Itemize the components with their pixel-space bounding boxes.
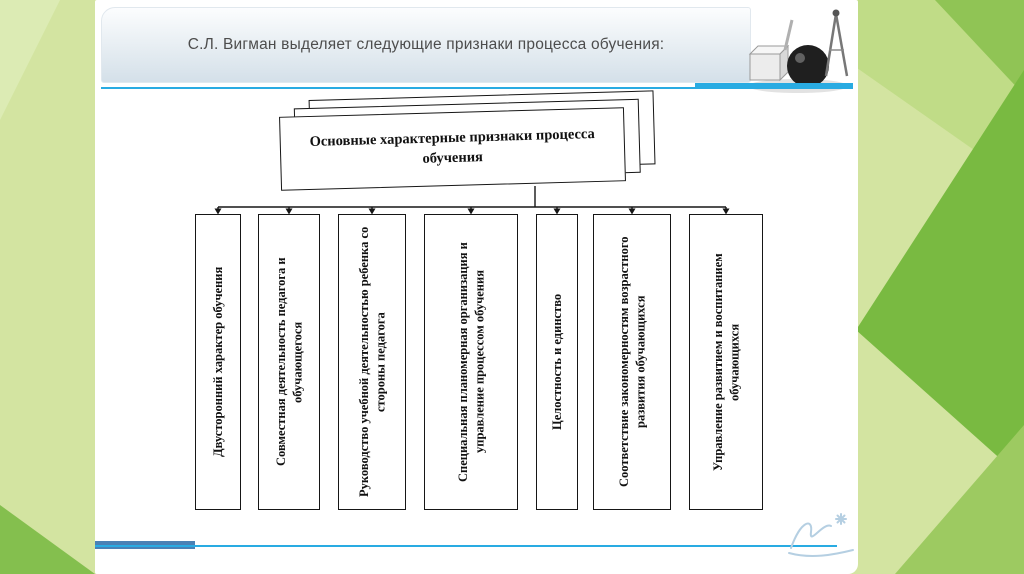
slide-header-band: С.Л. Вигман выделяет следующие признаки … (101, 7, 751, 83)
diagram-box-2: Совместная деятельность педагога и обуча… (258, 214, 320, 510)
diagram-title-label: Основные характерные признаки процесса о… (309, 126, 596, 167)
diagram-box-4: Специальная планомерная организация и уп… (424, 214, 518, 510)
diagram-box-6: Соответствие закономерностям возрастного… (593, 214, 671, 510)
top-divider-accent (695, 83, 853, 89)
diagram-title-stack: Основные характерные признаки процесса о… (279, 90, 656, 191)
diagram-box-6-label: Соответствие закономерностям возрастного… (616, 236, 647, 488)
drafting-tools-image (748, 9, 849, 93)
diagram-box-3: Руководство учебной деятельностью ребенк… (338, 214, 406, 510)
diagram-box-4-label: Специальная планомерная организация и уп… (455, 242, 486, 482)
diagram-box-7: Управление развитием и воспитанием обуча… (689, 214, 763, 510)
diagram-box-1: Двусторонний характер обучения (195, 214, 241, 510)
diagram-box-5-label: Целостность и единство (549, 293, 564, 431)
presentation-slide: С.Л. Вигман выделяет следующие признаки … (95, 0, 858, 574)
bottom-divider-line (95, 545, 837, 547)
signature-watermark-icon (788, 513, 854, 557)
diagram-box-7-label: Управление развитием и воспитанием обуча… (710, 253, 741, 471)
slide-title: С.Л. Вигман выделяет следующие признаки … (187, 36, 665, 53)
top-divider-line (101, 87, 853, 89)
diagram-box-1-label: Двусторонний характер обучения (210, 266, 225, 458)
diagram-connector-arrows (214, 186, 730, 215)
diagram-box-3-label: Руководство учебной деятельностью ребенк… (356, 226, 387, 498)
diagram-box-2-label: Совместная деятельность педагога и обуча… (273, 257, 304, 467)
diagram-box-5: Целостность и единство (536, 214, 578, 510)
diagram-title-box: Основные характерные признаки процесса о… (279, 107, 626, 191)
